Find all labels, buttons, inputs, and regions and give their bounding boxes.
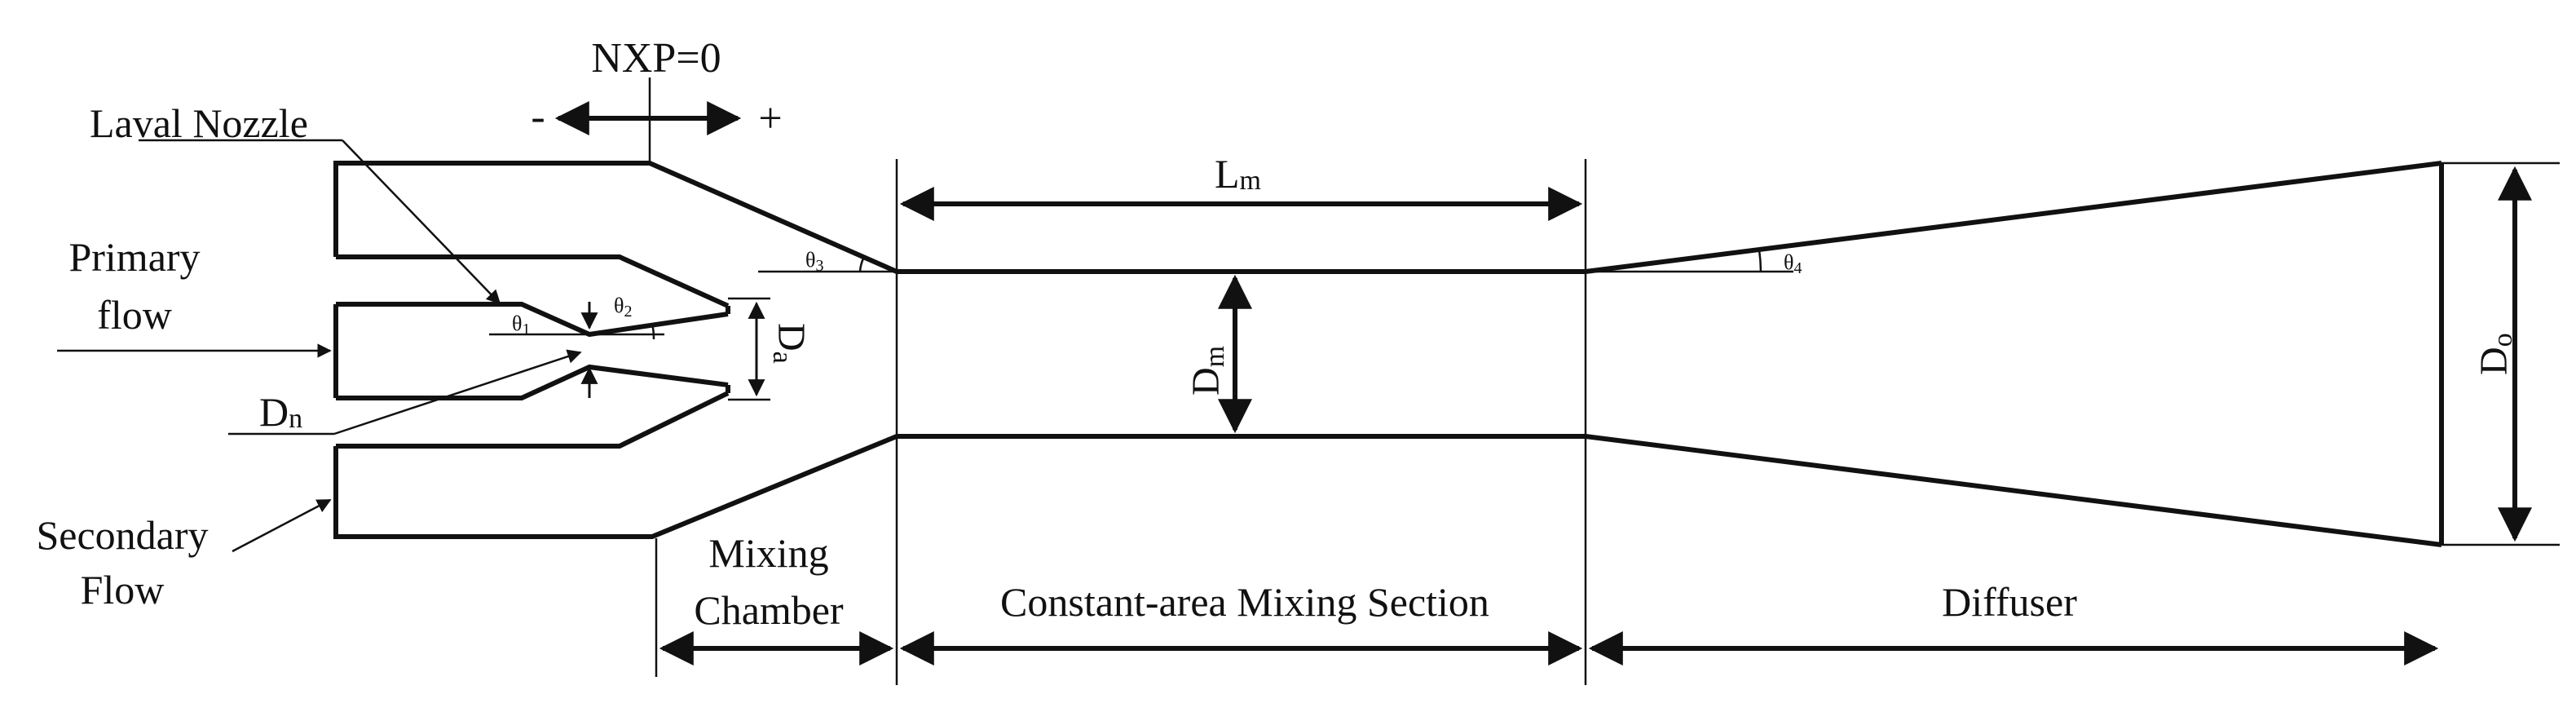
small-dimension-arrows <box>580 301 765 398</box>
do-label: Do <box>2472 333 2518 375</box>
theta4-label: θ4 <box>1784 250 1802 277</box>
theta2-sub: 2 <box>624 303 632 321</box>
do-sub: o <box>2488 333 2518 347</box>
da-label: Da <box>767 323 813 364</box>
da-main: D <box>770 323 813 352</box>
theta3-sub: 3 <box>815 257 823 275</box>
dn-main: D <box>259 389 289 435</box>
dn-sub: n <box>289 404 302 434</box>
theta3-label: θ3 <box>805 248 823 275</box>
dimension-arrows <box>554 101 2532 666</box>
primary-flow-label-line1: Primary <box>68 234 200 280</box>
upper-nozzle-outer <box>336 254 730 308</box>
ejector-outline <box>333 161 2444 547</box>
lm-sub: m <box>1240 166 1261 196</box>
dn-label: Dn <box>259 389 302 435</box>
dm-sub: m <box>1200 346 1230 367</box>
dm-label: Dm <box>1184 346 1230 396</box>
theta4-main: θ <box>1784 250 1793 274</box>
nxp-minus-label: - <box>531 94 545 140</box>
theta1-sub: 1 <box>522 321 530 338</box>
mixing-chamber-label-line1: Mixing <box>708 530 828 576</box>
do-main: D <box>2472 347 2516 375</box>
theta2-label: θ2 <box>614 294 632 321</box>
lm-label: Lm <box>1215 151 1261 197</box>
nxp-plus-label: + <box>758 95 782 142</box>
secondary-flow-label-line1: Secondary <box>36 512 208 558</box>
secondary-flow-arrow <box>232 498 332 553</box>
theta3-main: θ <box>805 248 815 272</box>
theta4-arc <box>1758 249 1762 272</box>
lower-outer-wall <box>333 434 2442 547</box>
primary-flow-label-line2: flow <box>97 292 172 338</box>
da-sub: a <box>767 352 797 364</box>
lower-nozzle-inner <box>336 364 729 400</box>
theta2-main: θ <box>614 294 624 317</box>
theta2-arc <box>651 323 655 340</box>
laval-leader-diag <box>342 139 501 305</box>
nxp-label: NXP=0 <box>591 35 721 82</box>
theta1-label: θ1 <box>512 312 530 338</box>
reference-lines <box>489 77 2560 685</box>
lm-main: L <box>1215 151 1240 197</box>
secondary-flow-label-line2: Flow <box>81 567 165 612</box>
leader-lines <box>57 139 582 553</box>
diffuser-label: Diffuser <box>1942 579 2077 625</box>
lower-nozzle-outer <box>336 391 730 449</box>
theta4-sub: 4 <box>1793 259 1802 277</box>
laval-nozzle-label: Laval Nozzle <box>90 100 308 146</box>
theta3-arc <box>858 256 866 272</box>
dm-main: D <box>1184 367 1228 396</box>
theta1-main: θ <box>512 312 522 335</box>
upper-nozzle-inner <box>336 302 729 338</box>
mixing-chamber-label-line2: Chamber <box>694 587 844 633</box>
constant-area-label: Constant-area Mixing Section <box>1000 579 1489 625</box>
dn-leader-diag <box>333 349 582 436</box>
upper-outer-wall <box>333 161 2442 274</box>
